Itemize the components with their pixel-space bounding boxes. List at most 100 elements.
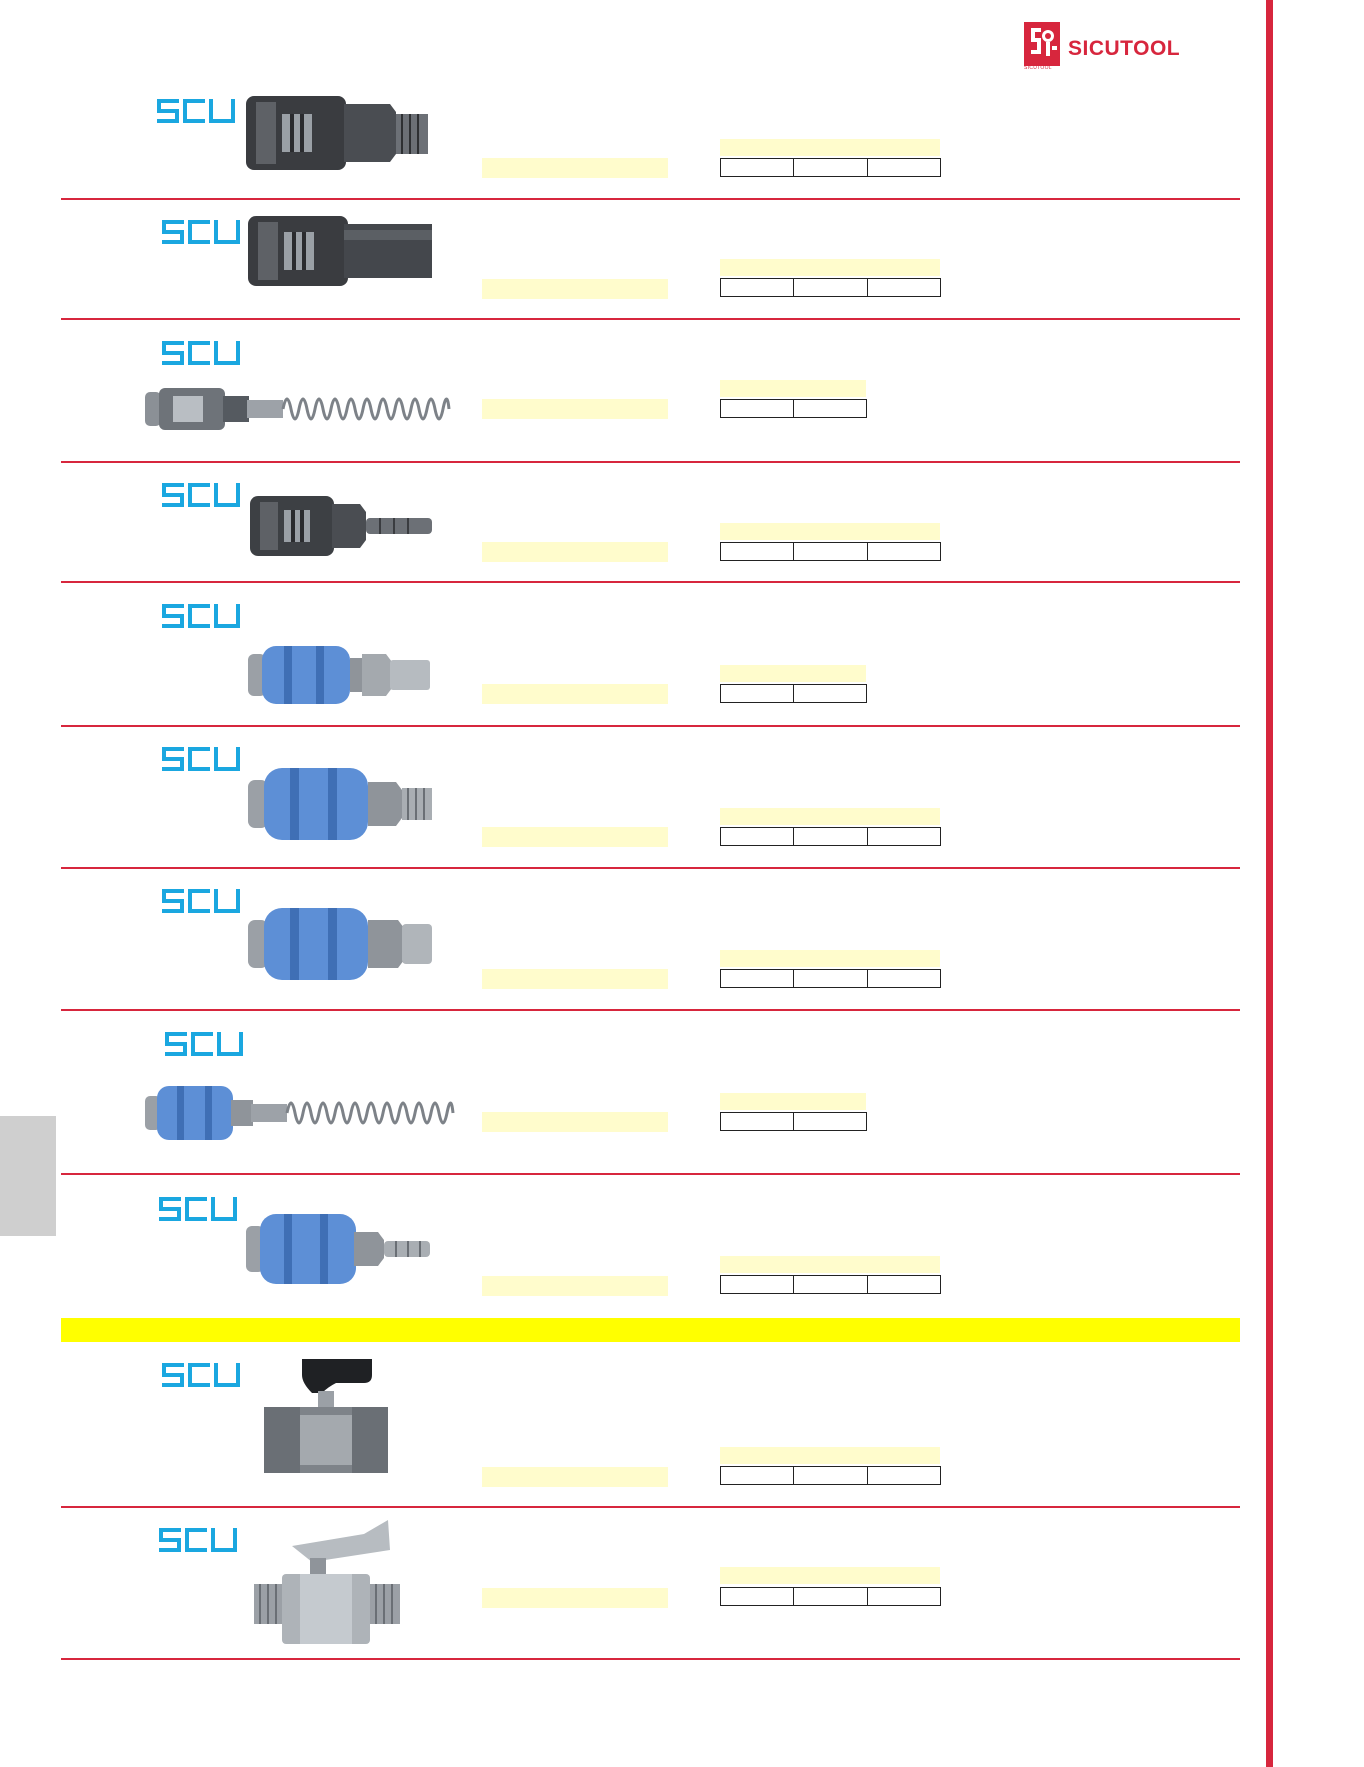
right-accent-bar (1266, 0, 1273, 1767)
table-header (720, 1093, 866, 1110)
scu-logo (162, 889, 240, 913)
item-code-field (482, 158, 668, 178)
item-code-field (482, 399, 668, 419)
table-cell (794, 1588, 868, 1605)
scu-logo (157, 99, 235, 123)
table-cell (868, 1467, 940, 1484)
table-row (720, 827, 941, 846)
table-cell (794, 400, 866, 417)
table-cell (794, 543, 868, 560)
table-row (720, 684, 867, 703)
item-code-field (482, 1276, 668, 1296)
table-cell (868, 1276, 940, 1293)
table-row (720, 278, 941, 297)
brand-logo: SICUTOOL SICUTOOL (1022, 20, 1217, 71)
table-cell (794, 1276, 868, 1293)
table-cell (868, 159, 940, 176)
table-cell (721, 685, 794, 702)
table-header (720, 1447, 940, 1464)
scu-logo (162, 483, 240, 507)
table-row (720, 1275, 941, 1294)
row-separator (61, 581, 1240, 583)
row-separator (61, 1658, 1240, 1660)
table-cell (794, 279, 868, 296)
table-row (720, 399, 867, 418)
table-cell (868, 970, 940, 987)
item-code-field (482, 969, 668, 989)
row-separator (61, 1506, 1240, 1508)
table-cell (868, 828, 940, 845)
table-cell (794, 828, 868, 845)
table-row (720, 542, 941, 561)
table-cell (794, 970, 868, 987)
table-cell (721, 828, 795, 845)
table-header (720, 950, 940, 967)
scu-logo (162, 341, 240, 365)
scu-logo (162, 220, 240, 244)
coupler-female-thread-image (248, 216, 432, 286)
table-cell (721, 279, 795, 296)
ball-valve-female-image (264, 1359, 388, 1473)
scu-logo (159, 1197, 237, 1221)
table-cell (794, 159, 868, 176)
table-cell (868, 543, 940, 560)
row-separator (61, 461, 1240, 463)
table-cell (721, 400, 794, 417)
table-row (720, 969, 941, 988)
ball-valve-male-image (254, 1520, 400, 1644)
coupler-male-thread-image (246, 96, 428, 170)
row-separator (61, 198, 1240, 200)
item-code-field (482, 827, 668, 847)
item-code-field (482, 1588, 668, 1608)
scu-logo (162, 747, 240, 771)
table-header (720, 259, 940, 276)
table-row (720, 1112, 867, 1131)
row-separator (61, 867, 1240, 869)
sicutool-logo-icon (1024, 22, 1060, 66)
table-header (720, 523, 940, 540)
coupler-hose-barb-image (250, 496, 432, 556)
blue-coupler-male-thread-image (248, 768, 432, 840)
table-row (720, 1466, 941, 1485)
row-separator (61, 318, 1240, 320)
item-code-field (482, 542, 668, 562)
table-header (720, 808, 940, 825)
table-cell (721, 543, 795, 560)
table-row (720, 1587, 941, 1606)
brand-name-small: SICUTOOL (1024, 65, 1052, 71)
item-code-field (482, 684, 668, 704)
table-header (720, 380, 866, 397)
table-header (720, 665, 866, 682)
blue-coupler-female-thread-image (248, 908, 432, 980)
blue-coupler-sleeve-image (248, 646, 430, 704)
side-section-tab (0, 1116, 56, 1236)
row-separator (61, 725, 1240, 727)
table-row (720, 158, 941, 177)
brand-name: SICUTOOL (1068, 37, 1181, 60)
section-highlight-band (61, 1318, 1240, 1342)
table-cell (868, 1588, 940, 1605)
item-code-field (482, 279, 668, 299)
table-header (720, 1256, 940, 1273)
blue-coupler-hose-barb-image (246, 1214, 430, 1284)
table-cell (794, 1467, 868, 1484)
table-cell (721, 1588, 795, 1605)
row-separator (61, 1173, 1240, 1175)
table-cell (794, 685, 866, 702)
scu-logo (165, 1032, 243, 1056)
table-cell (721, 1113, 794, 1130)
table-cell (721, 1467, 795, 1484)
scu-logo (162, 1363, 240, 1387)
table-cell (721, 1276, 795, 1293)
item-code-field (482, 1467, 668, 1487)
table-header (720, 1567, 940, 1584)
item-code-field (482, 1112, 668, 1132)
scu-logo (159, 1528, 237, 1552)
row-separator (61, 1009, 1240, 1011)
blue-coupler-spring-hose-image (145, 1086, 455, 1140)
table-cell (721, 970, 795, 987)
table-cell (794, 1113, 866, 1130)
table-header (720, 139, 940, 156)
scu-logo (162, 604, 240, 628)
table-cell (868, 279, 940, 296)
